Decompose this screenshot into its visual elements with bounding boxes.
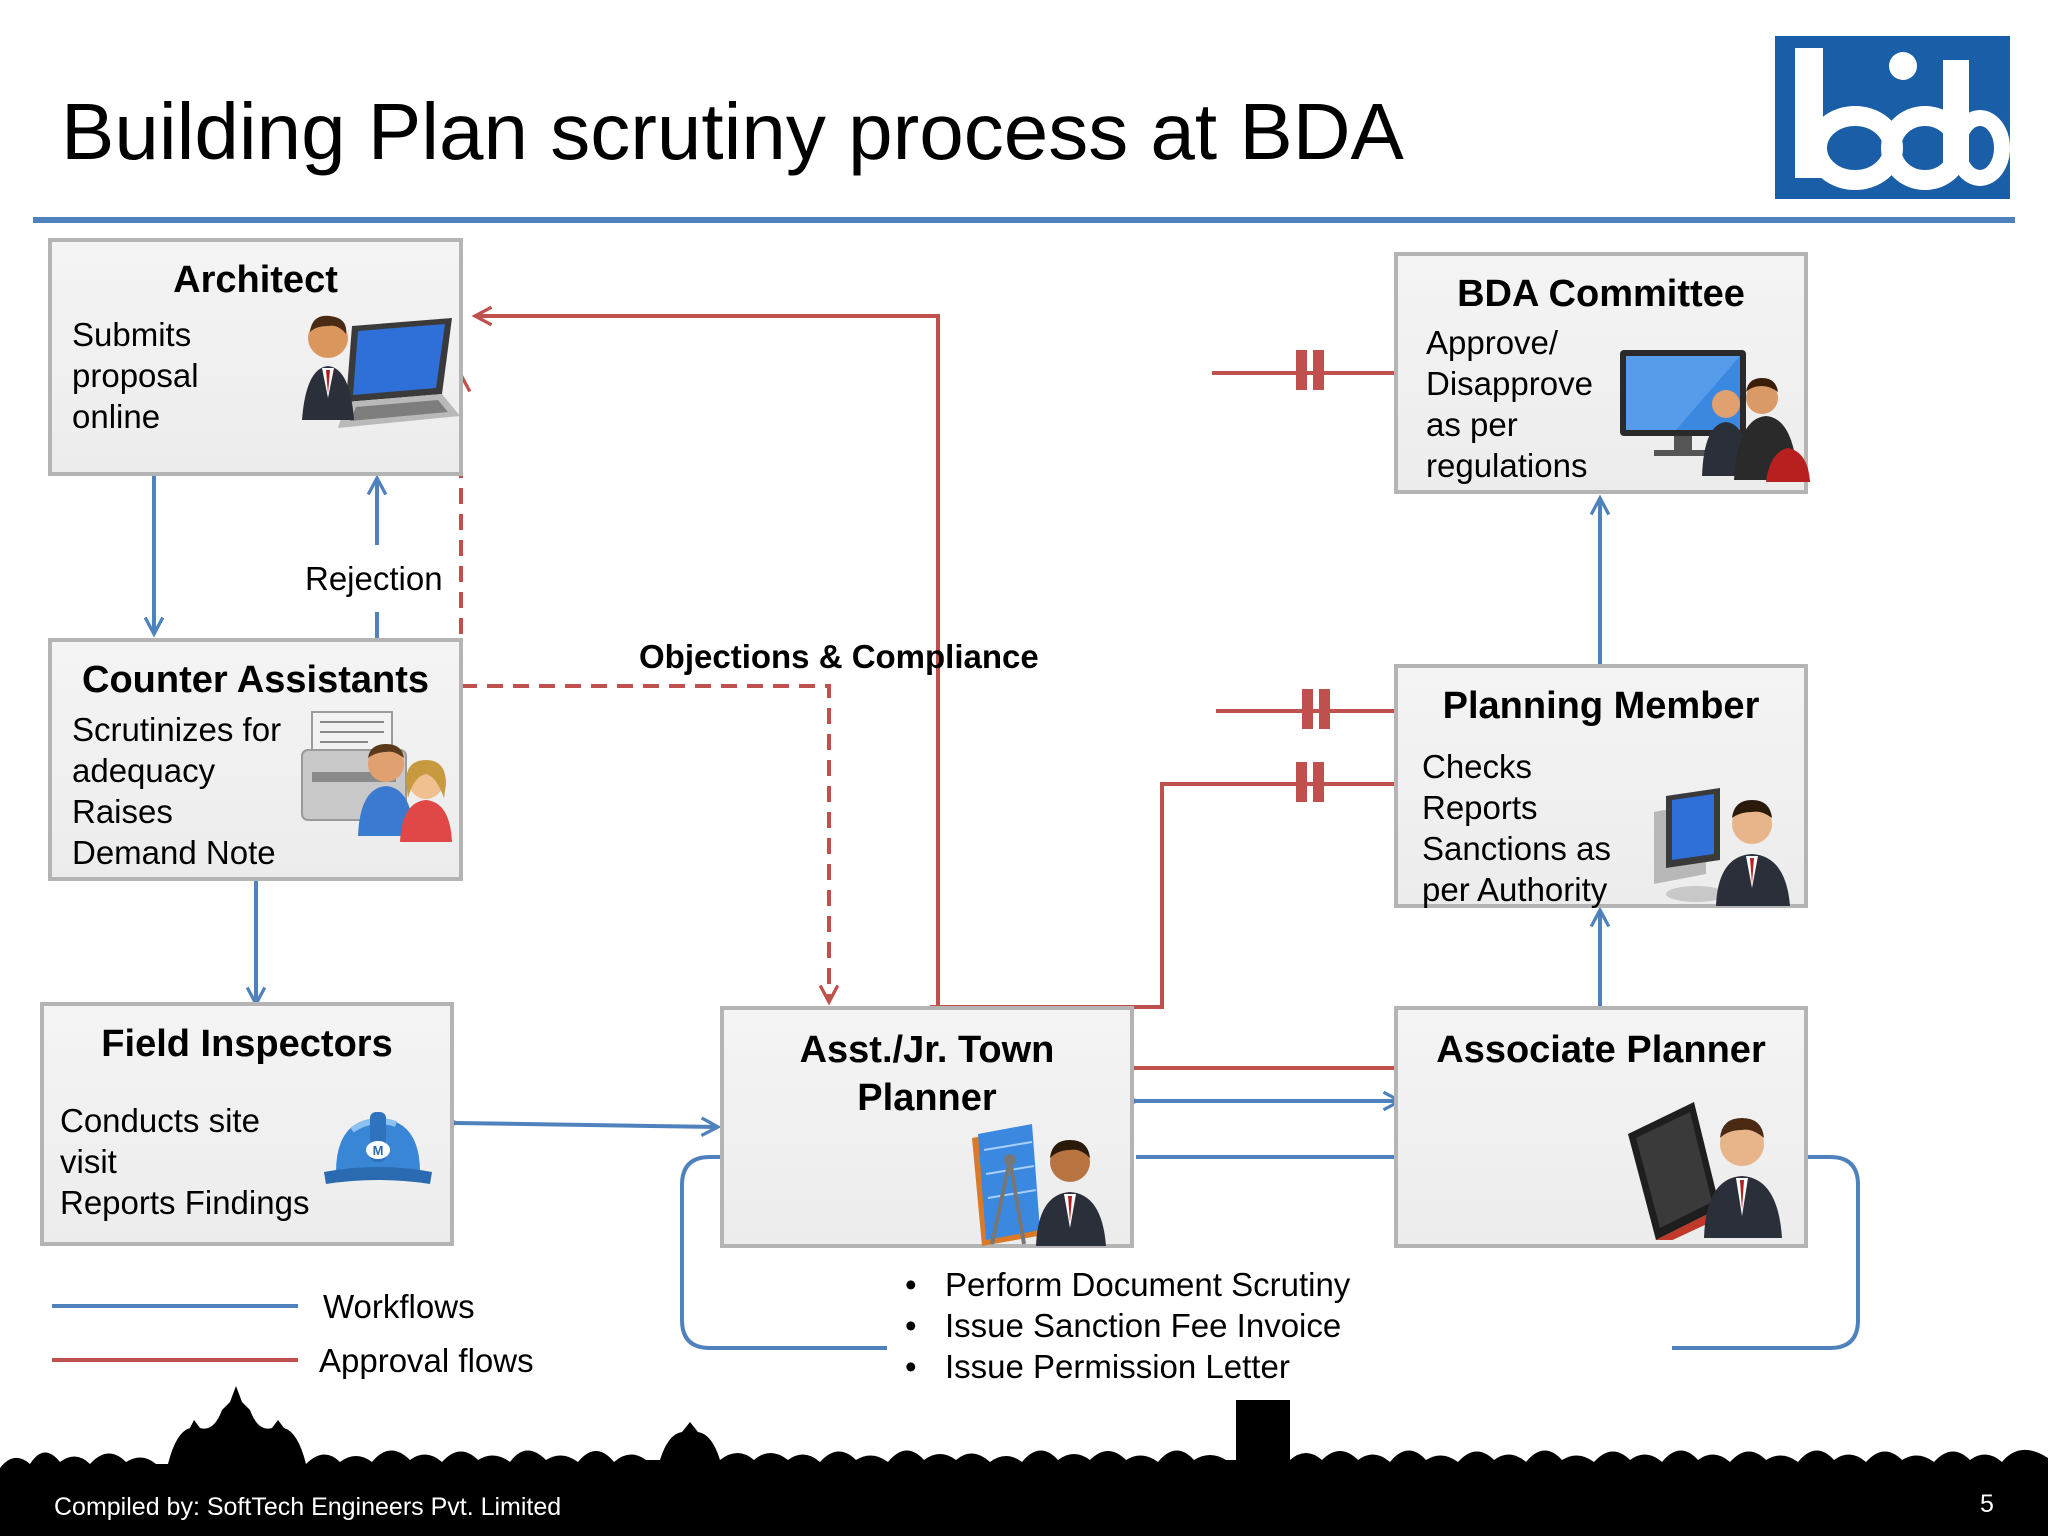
architect-line-2: proposal xyxy=(72,357,199,394)
committee-line-1: Approve/ xyxy=(1426,324,1559,361)
task-item: Issue Sanction Fee Invoice xyxy=(905,1305,1350,1346)
title-underline xyxy=(33,217,2015,223)
architect-description: Submits proposal online xyxy=(72,314,199,437)
legend-approval-label: Approval flows xyxy=(319,1342,534,1379)
planning-member-box: Planning Member Checks Reports Sanctions… xyxy=(1394,664,1808,908)
architect-line-1: Submits xyxy=(72,316,192,353)
planning-line-4: per Authority xyxy=(1422,871,1608,908)
rejection-label: Rejection xyxy=(305,560,443,597)
town-planner-box: Asst./Jr. Town Planner xyxy=(720,1006,1134,1248)
task-item: Issue Permission Letter xyxy=(905,1346,1350,1387)
approval-gate-committee-b xyxy=(1313,350,1324,390)
counter-assistants-description: Scrutinizes for adequacy Raises Demand N… xyxy=(72,709,281,873)
bda-logo xyxy=(1775,36,2010,199)
field-inspectors-title: Field Inspectors xyxy=(101,1023,393,1065)
field-line-1: Conducts site xyxy=(60,1102,260,1139)
objections-compliance-label: Objections & Compliance xyxy=(639,638,1039,675)
town-planner-title: Asst./Jr. Town Planner xyxy=(724,1026,1130,1122)
counter-line-4: Demand Note xyxy=(72,834,276,871)
bda-committee-box: BDA Committee Approve/ Disapprove as per… xyxy=(1394,252,1810,494)
slide-title: Building Plan scrutiny process at BDA xyxy=(61,87,1404,176)
legend-workflows-label: Workflows xyxy=(323,1288,475,1325)
committee-line-4: regulations xyxy=(1426,447,1588,484)
page-number: 5 xyxy=(1980,1490,1994,1518)
planning-line-2: Reports xyxy=(1422,789,1538,826)
counter-line-2: adequacy xyxy=(72,752,216,789)
counter-line-3: Raises xyxy=(72,793,173,830)
field-inspectors-box: Field Inspectors Conducts site visit Rep… xyxy=(40,1002,454,1246)
approval-town-to-planning xyxy=(930,782,1396,1009)
counter-assistants-box: Counter Assistants Scrutinizes for adequ… xyxy=(48,638,463,881)
town-planner-task-list: Perform Document Scrutiny Issue Sanction… xyxy=(905,1264,1350,1387)
counter-line-1: Scrutinizes for xyxy=(72,711,282,748)
approval-associate-to-architect xyxy=(475,316,1402,1070)
approval-gate-planning-a xyxy=(1302,689,1313,729)
planner-monitor-icon xyxy=(1628,1102,1782,1240)
associate-planner-title: Associate Planner xyxy=(1436,1029,1766,1071)
field-inspectors-description: Conducts site visit Reports Findings xyxy=(60,1100,309,1223)
task-item: Perform Document Scrutiny xyxy=(905,1264,1350,1305)
bda-logo-mark xyxy=(1775,36,2010,199)
loop-town-associate xyxy=(680,1155,1860,1350)
architect-box: Architect Submits proposal online xyxy=(48,238,463,476)
architect-laptop-icon xyxy=(302,315,460,428)
arrow-field-town-bidirectional xyxy=(456,1123,718,1127)
committee-line-3: as per xyxy=(1426,406,1518,443)
bda-committee-title: BDA Committee xyxy=(1457,273,1745,315)
committee-meeting-icon xyxy=(1620,350,1810,482)
town-planner-title-line-2: Planner xyxy=(857,1077,997,1119)
objections-dashed-to-town xyxy=(461,684,829,1002)
hard-hat-icon: M xyxy=(324,1112,432,1184)
svg-text:M: M xyxy=(373,1143,384,1158)
planning-line-3: Sanctions as xyxy=(1422,830,1611,867)
member-computer-icon xyxy=(1654,788,1790,906)
counter-staff-printer-icon xyxy=(301,711,452,842)
associate-planner-box: Associate Planner xyxy=(1394,1006,1808,1248)
architect-title: Architect xyxy=(173,259,338,301)
approval-gate-town-a xyxy=(1296,762,1307,802)
field-line-2: visit xyxy=(60,1143,117,1180)
planning-member-title: Planning Member xyxy=(1442,685,1760,727)
city-skyline-silhouette xyxy=(0,1386,2048,1536)
field-line-3: Reports Findings xyxy=(60,1184,310,1221)
counter-assistants-title: Counter Assistants xyxy=(82,659,429,701)
committee-line-2: Disapprove xyxy=(1426,365,1593,402)
approval-gate-planning-b xyxy=(1319,689,1330,729)
bda-committee-description: Approve/ Disapprove as per regulations xyxy=(1426,322,1593,486)
town-planner-title-line-1: Asst./Jr. Town xyxy=(799,1029,1055,1071)
approval-gate-committee-a xyxy=(1296,350,1307,390)
approval-gate-town-b xyxy=(1313,762,1324,802)
planning-member-description: Checks Reports Sanctions as per Authorit… xyxy=(1422,746,1611,910)
footer-credit: Compiled by: SoftTech Engineers Pvt. Lim… xyxy=(54,1493,562,1521)
planning-line-1: Checks xyxy=(1422,748,1533,785)
planner-blueprint-icon xyxy=(972,1124,1106,1246)
architect-line-3: online xyxy=(72,398,161,435)
